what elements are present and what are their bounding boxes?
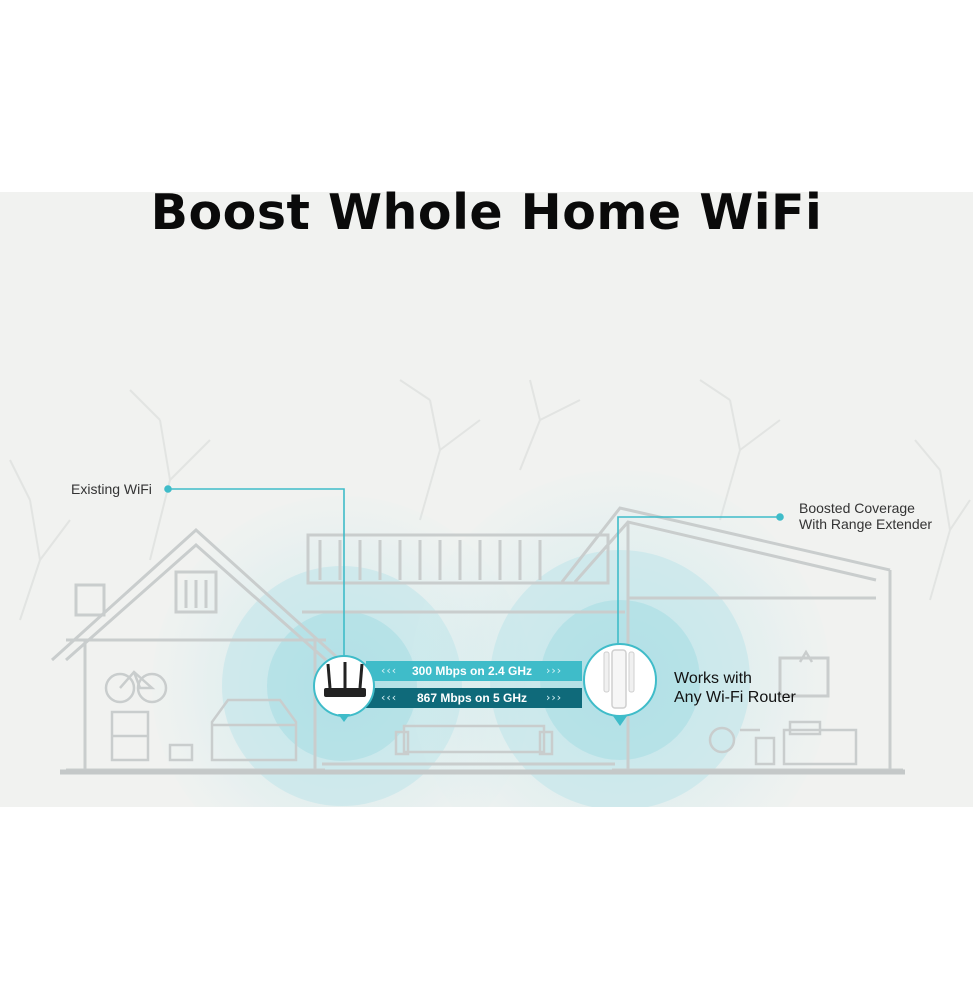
car-icon — [210, 698, 298, 762]
garage-shelves — [110, 710, 194, 762]
page-title: Boost Whole Home WiFi — [150, 184, 823, 241]
band-24-chevrons-left: ‹‹‹ — [381, 664, 398, 677]
boosted-coverage-label: Boosted Coverage With Range Extender — [799, 500, 932, 532]
desk-lamp-icon — [708, 649, 814, 766]
background-trees — [9, 379, 971, 621]
band-24-bar — [366, 661, 582, 681]
band-5-label: 867 Mbps on 5 GHz — [417, 691, 528, 705]
house-illustration — [9, 379, 971, 807]
band-5-chevrons-right: ››› — [546, 691, 563, 704]
band-5-bar — [366, 688, 582, 708]
callout-lines — [164, 485, 784, 662]
bed-icon — [782, 720, 858, 766]
band-24-label: 300 Mbps on 2.4 GHz — [412, 664, 533, 678]
existing-wifi-label: Existing WiFi — [71, 481, 152, 497]
band-24-chevrons-right: ››› — [546, 664, 563, 677]
right-house — [560, 506, 903, 772]
router-icon — [313, 655, 375, 722]
boosted-coverage-line2: With Range Extender — [799, 516, 933, 532]
boosted-coverage-line1: Boosted Coverage — [799, 500, 915, 516]
compatibility-line2: Any Wi-Fi Router — [674, 689, 796, 706]
bicycle-icon — [104, 670, 168, 704]
sofa-icon — [394, 724, 554, 756]
compatibility-text: Works with Any Wi-Fi Router — [674, 669, 796, 707]
band-5-chevrons-left: ‹‹‹ — [381, 691, 398, 704]
compatibility-line1: Works with — [674, 670, 752, 687]
middle-house — [302, 533, 625, 766]
range-extender-icon — [583, 643, 657, 726]
